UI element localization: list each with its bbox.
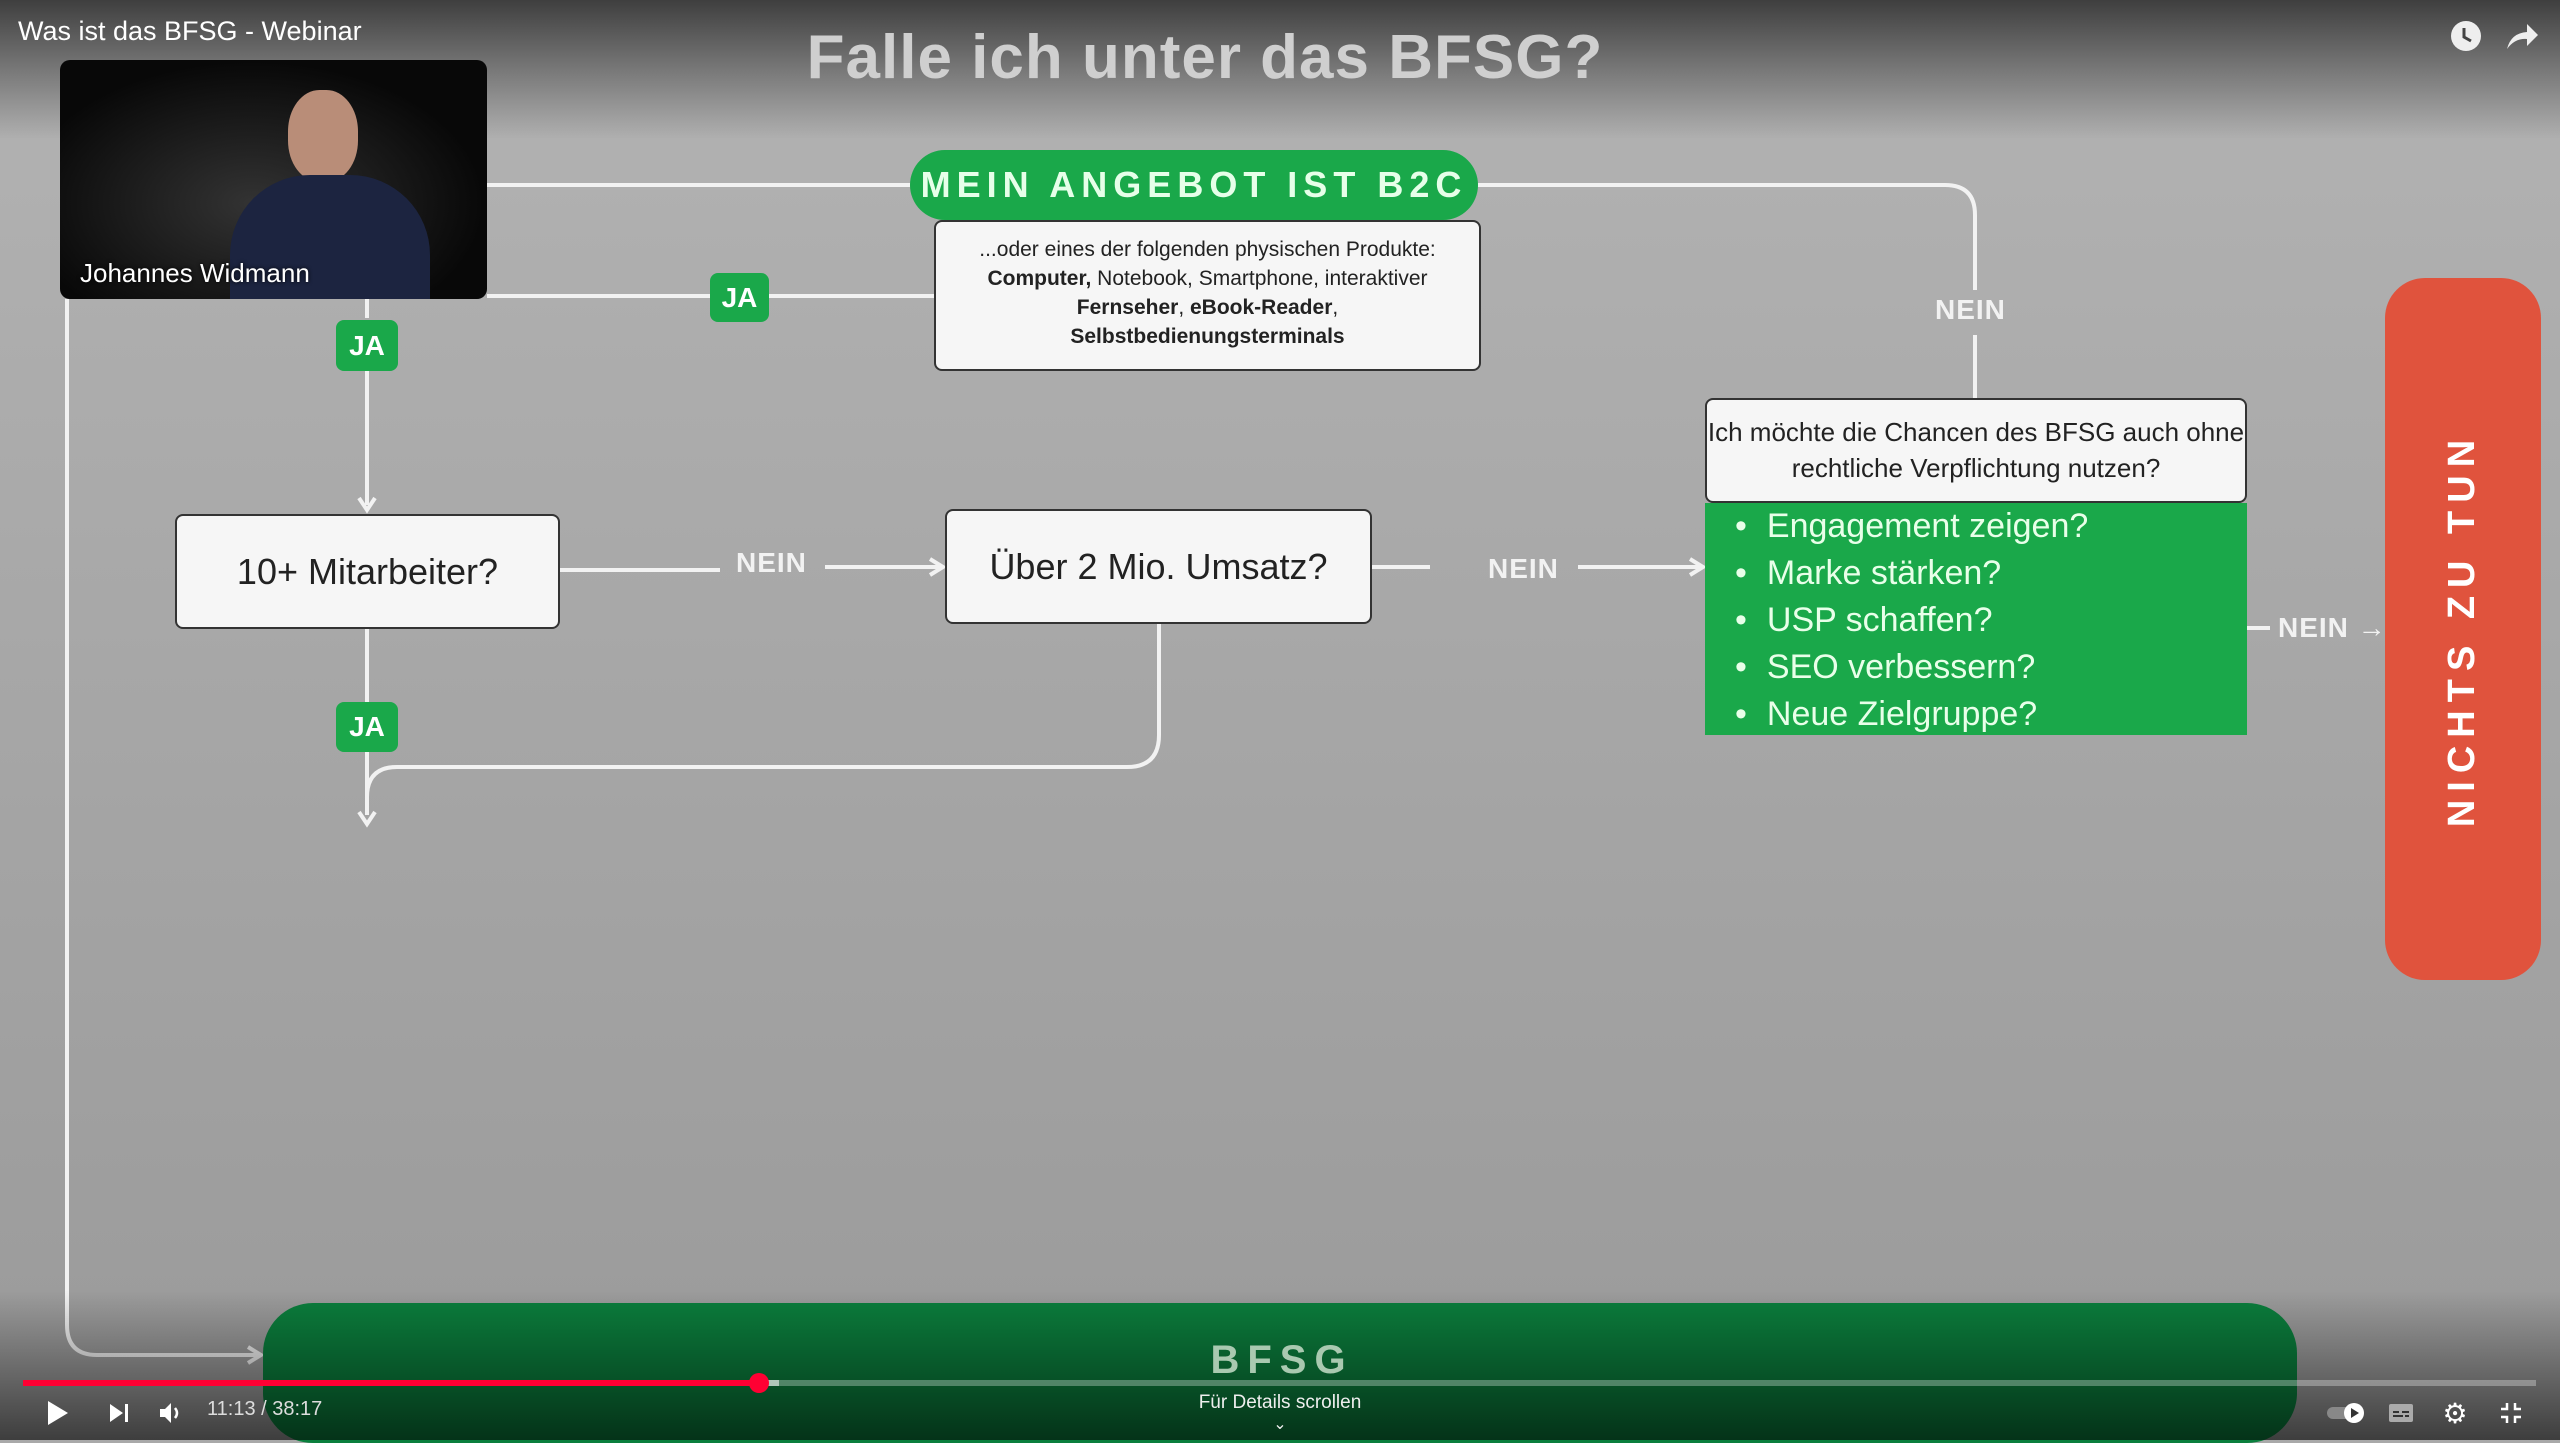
question-revenue: Über 2 Mio. Umsatz?	[945, 509, 1372, 624]
b2c-tv: Fernseher	[1076, 296, 1179, 319]
benefit-item: Marke stärken?	[1735, 550, 2247, 597]
chevron-down-icon[interactable]: ⌄	[1273, 1416, 1287, 1433]
separator: ,	[1178, 296, 1190, 319]
benefit-item: USP schaffen?	[1735, 597, 2247, 644]
no-label-chances: NEIN →	[2278, 612, 2387, 643]
volume-icon	[160, 1403, 179, 1423]
b2c-terminals: Selbstbedienungsterminals	[1070, 325, 1345, 348]
nothing-to-do-wrap: NICHTS ZU TUN	[2385, 278, 2541, 980]
b2c-detail-box: ...oder eines der folgenden physischen P…	[934, 220, 1481, 371]
yes-badge-b2c: JA	[710, 273, 769, 322]
scroll-hint[interactable]: Für Details scrollen	[1198, 1392, 1362, 1413]
progress-fill	[23, 1380, 760, 1386]
play-icon	[48, 1401, 68, 1425]
skip-next-icon	[110, 1404, 128, 1422]
exit-fullscreen-icon[interactable]	[2496, 1398, 2526, 1428]
arrowhead-revenue	[928, 557, 947, 577]
benefit-item: Engagement zeigen?	[1735, 503, 2247, 550]
slide-title: Falle ich unter das BFSG?	[806, 23, 1604, 92]
no-label-revenue: NEIN	[1488, 553, 1559, 584]
connector-left-loop	[65, 299, 258, 1357]
b2c-intro: ...oder eines der folgenden physischen P…	[979, 238, 1436, 261]
next-button[interactable]	[102, 1396, 136, 1430]
no-label-employees: NEIN	[736, 547, 807, 578]
volume-button[interactable]	[154, 1396, 188, 1430]
b2c-ebook: eBook-Reader	[1189, 296, 1333, 319]
benefit-item: SEO verbessern?	[1735, 644, 2247, 691]
arrowhead-bottom	[357, 810, 377, 828]
video-title[interactable]: Was ist das BFSG - Webinar	[18, 16, 362, 46]
connector-top	[487, 183, 1977, 398]
separator: ,	[1332, 296, 1339, 319]
watch-later-icon[interactable]	[2444, 14, 2488, 58]
time-display: 11:13 / 38:17	[207, 1398, 323, 1420]
b2c-pill: MEIN ANGEBOT IST B2C	[910, 150, 1478, 220]
bfsg-label: BFSG	[1210, 1338, 1354, 1382]
no-label-b2c: NEIN	[1935, 294, 2006, 325]
connector-revenue-yes	[365, 624, 1161, 798]
benefits-list: Engagement zeigen? Marke stärken? USP sc…	[1705, 503, 2247, 735]
benefit-item: Neue Zielgruppe?	[1735, 691, 2247, 738]
subtitles-icon	[2389, 1404, 2413, 1422]
presenter-body	[230, 175, 430, 299]
b2c-products: Notebook, Smartphone, interaktiver	[1091, 267, 1428, 290]
arrowhead-chances	[1688, 557, 1707, 577]
share-icon[interactable]	[2500, 14, 2544, 58]
bottom-overlay	[0, 1290, 2560, 1440]
yes-badge-left: JA	[336, 320, 398, 371]
buffered-bar	[759, 1380, 780, 1386]
subtitles-button[interactable]	[2386, 1398, 2416, 1428]
nothing-to-do-pill	[2385, 278, 2541, 980]
presenter-name: Johannes Widmann	[80, 258, 310, 288]
presenter-head	[288, 90, 358, 182]
connector-employees-no	[560, 565, 940, 572]
yes-badge-employees: JA	[336, 702, 398, 752]
question-chances: Ich möchte die Chancen des BFSG auch ohn…	[1705, 398, 2247, 503]
settings-gear-icon[interactable]: ⚙	[2442, 1397, 2468, 1429]
question-employees: 10+ Mitarbeiter?	[175, 514, 560, 629]
presenter-webcam: Johannes Widmann	[60, 60, 487, 299]
arrowhead-employees	[357, 496, 377, 514]
b2c-computer: Computer,	[987, 267, 1092, 290]
progress-thumb[interactable]	[749, 1373, 770, 1393]
nothing-to-do-label: NICHTS ZU TUN	[2441, 431, 2484, 827]
play-button[interactable]	[40, 1396, 76, 1430]
progress-bar[interactable]	[23, 1380, 2536, 1386]
autoplay-toggle[interactable]	[2326, 1398, 2366, 1428]
